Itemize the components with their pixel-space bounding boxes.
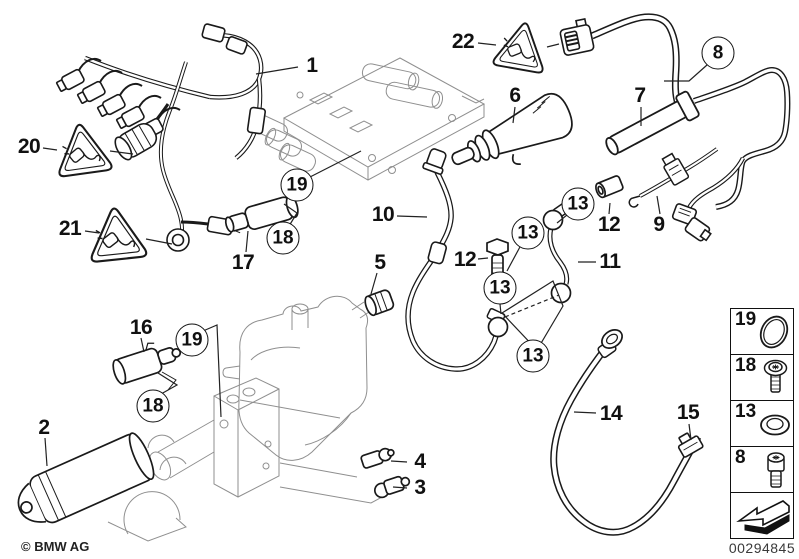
warning-triangle-22: [492, 18, 551, 75]
doc-number: 00294845: [728, 540, 796, 556]
sensor-4-drawing: [360, 447, 395, 469]
clutch-slave-cylinder-6-drawing: [451, 92, 573, 166]
callout-4[interactable]: 4: [414, 450, 426, 473]
hydraulic-pump-drawing: [107, 295, 385, 542]
circled-callout-19-a[interactable]: 19: [280, 168, 314, 202]
circled-callout-18-a[interactable]: 18: [266, 221, 300, 255]
callout-7[interactable]: 7: [634, 84, 646, 107]
valve-body-drawing: [250, 57, 486, 181]
callout-17[interactable]: 17: [231, 251, 255, 274]
union-nipple-12-drawing: [595, 175, 624, 199]
pipe-7-drawing: [605, 90, 700, 156]
solenoid-17-drawing: [224, 193, 299, 233]
cable-22-drawing: [559, 13, 682, 106]
legend-label: 18: [735, 355, 757, 376]
callout-22[interactable]: 22: [451, 30, 475, 53]
warning-triangle-21: [85, 204, 148, 264]
warning-triangle-20: [52, 120, 113, 178]
circled-callout-19-b[interactable]: 19: [175, 323, 209, 357]
callout-16[interactable]: 16: [129, 316, 153, 339]
legend-box-13[interactable]: 13: [731, 401, 793, 447]
callout-20[interactable]: 20: [17, 135, 41, 158]
legend-label: 8: [735, 447, 746, 468]
circled-callout-13-d[interactable]: 13: [516, 339, 550, 373]
callout-1[interactable]: 1: [306, 54, 318, 77]
legend-box-8[interactable]: 8: [731, 447, 793, 493]
callout-6[interactable]: 6: [509, 84, 521, 107]
legend-label: 13: [735, 401, 757, 422]
legend-panel: 19 18 13 8: [730, 308, 794, 539]
legend-box-19[interactable]: 19: [731, 309, 793, 355]
legend-label: 19: [735, 309, 757, 330]
legend-box-18[interactable]: 18: [731, 355, 793, 401]
torx-socket-screw-icon: [767, 452, 785, 488]
pipe-loop-8-drawing: [693, 66, 791, 210]
copyright-label: © BMW AG: [21, 539, 90, 554]
circled-callout-8[interactable]: 8: [701, 36, 735, 70]
sensor-cable-9-drawing: [628, 147, 746, 242]
callout-11[interactable]: 11: [599, 250, 621, 273]
sealing-washer-icon: [760, 414, 790, 436]
callout-2[interactable]: 2: [38, 416, 50, 439]
callout-3[interactable]: 3: [414, 476, 426, 499]
callout-12-left[interactable]: 12: [453, 248, 477, 271]
connector-22: [559, 17, 595, 56]
solenoid-16-bracket: [161, 371, 177, 391]
callout-15[interactable]: 15: [676, 401, 700, 424]
callout-5[interactable]: 5: [374, 251, 386, 274]
circled-callout-18-b[interactable]: 18: [136, 389, 170, 423]
circled-callout-13-a[interactable]: 13: [561, 187, 595, 221]
solenoid-16-drawing: [112, 342, 182, 385]
clamp-15-drawing: [677, 432, 704, 458]
leader-lines: [42, 42, 708, 489]
legend-box-arrow[interactable]: [731, 493, 793, 538]
callout-21[interactable]: 21: [58, 217, 82, 240]
pipe-10-drawing: [405, 148, 509, 372]
wiring-harness-drawing: [55, 23, 267, 252]
sensor-3-drawing: [373, 475, 411, 499]
o-ring-icon: [759, 315, 789, 349]
circled-callout-13-c[interactable]: 13: [483, 271, 517, 305]
callout-14[interactable]: 14: [599, 402, 623, 425]
hose-14-drawing: [550, 329, 702, 536]
plug-5-drawing: [364, 289, 395, 317]
callout-9[interactable]: 9: [653, 213, 665, 236]
accumulator-2-drawing: [17, 432, 155, 524]
callout-12-right[interactable]: 12: [597, 213, 621, 236]
direction-arrow-icon: [736, 500, 790, 535]
circled-callout-13-b[interactable]: 13: [511, 216, 545, 250]
torx-pan-screw-icon: [763, 359, 788, 393]
callout-10[interactable]: 10: [371, 203, 395, 226]
